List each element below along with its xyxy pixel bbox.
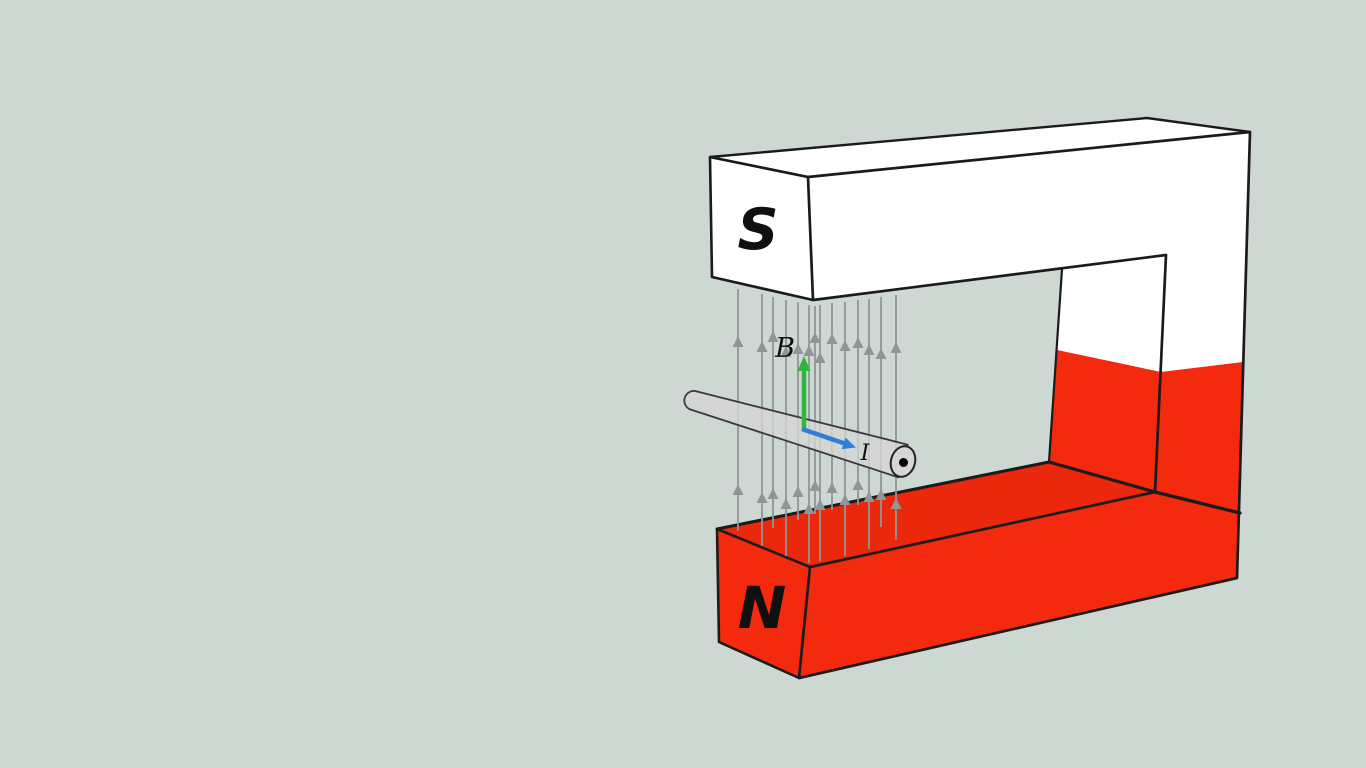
field-line-arrowhead-icon bbox=[890, 498, 902, 509]
field-line-arrowhead-icon bbox=[756, 492, 768, 503]
field-line-arrowhead-icon bbox=[803, 345, 815, 356]
field-line-arrowhead-icon bbox=[803, 503, 815, 514]
field-line-arrowhead-icon bbox=[826, 482, 838, 493]
field-line-arrowhead-icon bbox=[875, 489, 887, 500]
current-label: I bbox=[860, 441, 871, 466]
field-line-arrowhead-icon bbox=[767, 331, 779, 342]
north-pole-label: N bbox=[738, 574, 787, 642]
field-line-arrowhead-icon bbox=[792, 343, 804, 354]
field-line-arrowhead-icon bbox=[890, 342, 902, 353]
n-pole-face bbox=[717, 529, 810, 678]
current-vector bbox=[801, 426, 847, 447]
field-line-arrowhead-icon bbox=[809, 332, 821, 343]
field-line-arrowhead-icon bbox=[863, 491, 875, 502]
current-out-of-page-dot-icon bbox=[899, 458, 908, 467]
field-line-arrowhead-icon bbox=[780, 498, 792, 509]
field-line-arrowhead-icon bbox=[852, 337, 864, 348]
n-face-outline-edge bbox=[715, 527, 812, 680]
field-line-arrowhead-icon bbox=[839, 340, 851, 351]
magnetic-field-label: B bbox=[774, 333, 795, 364]
field-line-arrowhead-icon bbox=[839, 494, 851, 505]
vertical-bar-back-edge-edge bbox=[1047, 267, 1064, 464]
south-pole-label: S bbox=[737, 197, 778, 263]
field-line-arrowhead-icon bbox=[875, 348, 887, 359]
current-arrowhead-icon bbox=[841, 437, 856, 450]
current-rod bbox=[683, 389, 909, 479]
field-line-arrowhead-icon bbox=[780, 346, 792, 357]
field-line-arrowhead-icon bbox=[732, 484, 744, 495]
field-line-arrowhead-icon bbox=[826, 333, 838, 344]
bottom-bar-top-face bbox=[717, 462, 1155, 567]
field-line-arrowhead-icon bbox=[863, 344, 875, 355]
front-face-red bbox=[799, 362, 1243, 678]
field-line-arrowhead-icon bbox=[756, 341, 768, 352]
field-line-arrowhead-icon bbox=[852, 479, 864, 490]
b-field-arrowhead-icon bbox=[797, 356, 811, 371]
field-line-arrowhead-icon bbox=[767, 488, 779, 499]
vertical-bar-bottom-front-edge-edge bbox=[1153, 490, 1242, 515]
front-face-white bbox=[808, 132, 1250, 372]
field-line-arrowhead-icon bbox=[792, 486, 804, 497]
inner-left-face-red bbox=[1049, 350, 1161, 492]
field-line-arrowhead-icon bbox=[814, 499, 826, 510]
top-bar-top-face bbox=[710, 118, 1250, 177]
inner-left-face-white bbox=[1057, 255, 1166, 372]
s-pole-face bbox=[710, 157, 813, 300]
s-face-outline-edge bbox=[708, 155, 815, 302]
field-line-arrowhead-icon bbox=[732, 336, 744, 347]
inner-bottom-edge-edge bbox=[1047, 460, 1157, 494]
field-line-arrowhead-icon bbox=[809, 480, 821, 491]
field-line-arrowhead-icon bbox=[814, 352, 826, 363]
